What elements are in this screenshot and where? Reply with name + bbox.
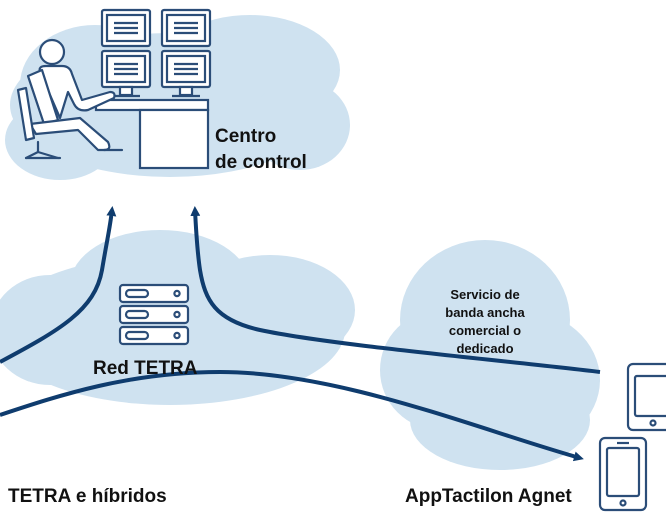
broadband-cloud xyxy=(380,240,600,470)
monitor-icon xyxy=(100,8,212,98)
agnet-app-label: AppTactilon Agnet xyxy=(405,486,572,507)
broadband-to-control-arrow xyxy=(190,206,601,374)
tetra-hybrid-label: TETRA e híbridos xyxy=(8,486,167,507)
control-center-label-line-1: Centro xyxy=(215,126,277,147)
tetra-to-control-arrow xyxy=(0,206,117,364)
broadband-service-line-3: comercial o xyxy=(448,323,522,338)
control-center-label-line-2: de control xyxy=(215,152,307,173)
hybrid-to-agnet-arrow xyxy=(0,369,584,462)
broadband-service-line-2: banda ancha xyxy=(445,305,525,320)
tablet-icon xyxy=(626,362,666,432)
broadband-service-line-4: dedicado xyxy=(456,341,514,356)
smartphone-icon xyxy=(598,436,648,512)
broadband-service-label: Servicio de banda ancha comercial o dedi… xyxy=(430,286,540,358)
tetra-network-label: Red TETRA xyxy=(93,358,198,379)
operator-icon xyxy=(16,38,124,160)
server-icon xyxy=(118,283,190,346)
control-center-label: Centro de control xyxy=(215,124,307,176)
desk-icon xyxy=(94,98,210,170)
broadband-service-line-1: Servicio de xyxy=(450,287,520,302)
